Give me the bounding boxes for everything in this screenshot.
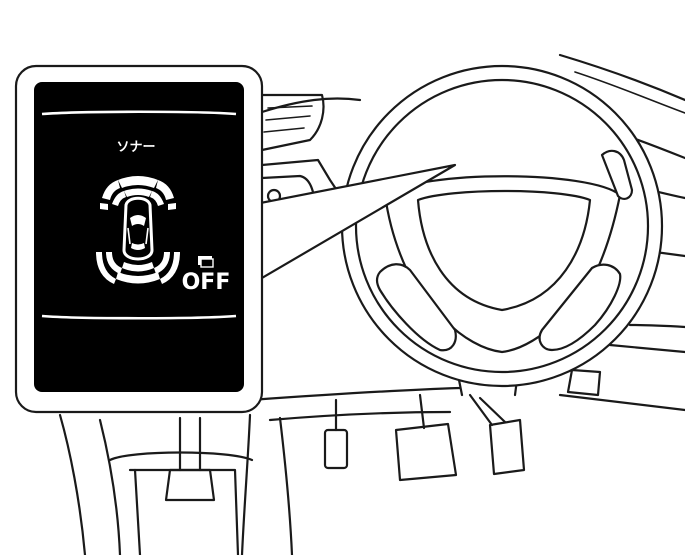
display-screen: [34, 82, 244, 392]
sonar-status: OFF: [182, 270, 231, 295]
camera-view-icon: [198, 256, 214, 268]
parking-sonar-icon: [96, 176, 180, 284]
steering-wheel: [340, 64, 664, 388]
display-bottom-bar: [41, 314, 237, 320]
display-title: ソナー: [116, 140, 155, 155]
display-top-bar: [41, 110, 237, 116]
